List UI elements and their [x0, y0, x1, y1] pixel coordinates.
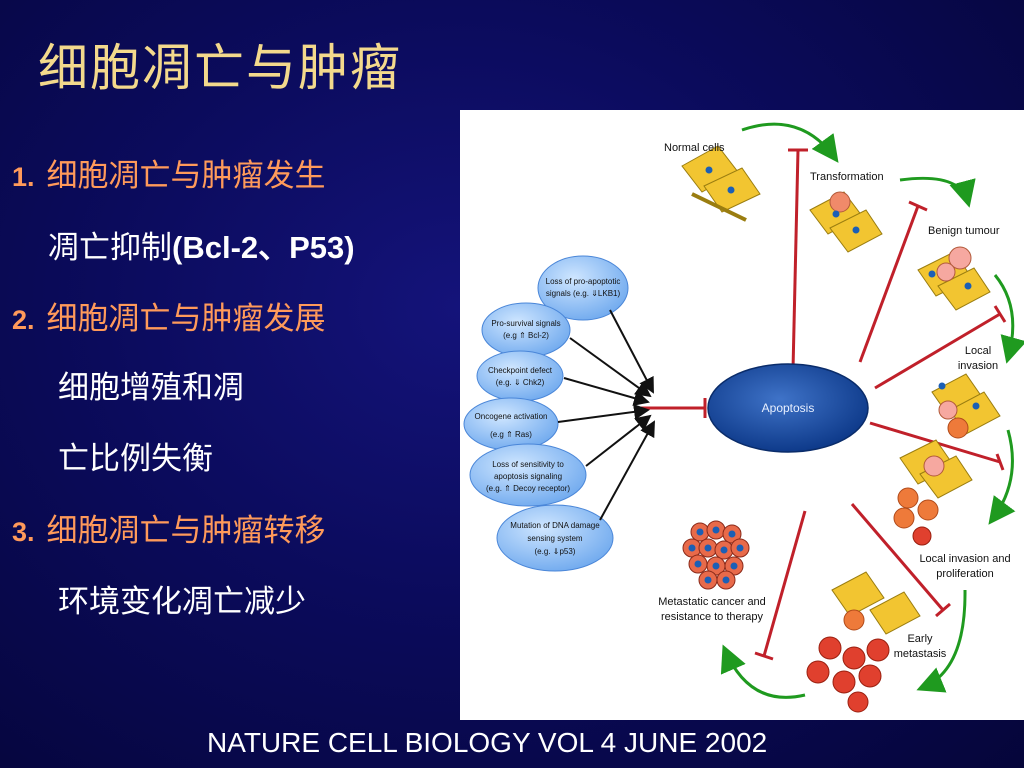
svg-text:(e.g. ⇑ Decoy receptor): (e.g. ⇑ Decoy receptor): [486, 484, 570, 493]
label-metastatic-1: Metastatic cancer and: [658, 596, 766, 608]
svg-text:(e.g. ⇓p53): (e.g. ⇓p53): [535, 547, 576, 556]
apoptosis-cancer-figure: Apoptosis Loss of pro-apoptotic signals …: [460, 110, 1024, 720]
label-local-invasion-prolif-1: Local invasion and: [919, 553, 1010, 565]
svg-text:signals (e.g. ⇓LKB1): signals (e.g. ⇓LKB1): [546, 289, 621, 298]
factor-loss-pro-apoptotic: Loss of pro-apoptotic signals (e.g. ⇓LKB…: [537, 255, 629, 321]
progression-arrows: [720, 122, 1024, 699]
arrow-normal-to-transformation: [741, 122, 839, 163]
label-transformation: Transformation: [810, 171, 884, 183]
citation-footer: NATURE CELL BIOLOGY VOL 4 JUNE 2002: [207, 727, 768, 758]
inhibit-benign: [874, 312, 1001, 390]
transformation-illustration: [809, 191, 883, 253]
label-local-invasion-2: invasion: [958, 360, 998, 372]
point-1: 1. 细胞凋亡与肿瘤发生: [12, 150, 326, 195]
svg-text:Loss of sensitivity to: Loss of sensitivity to: [492, 460, 564, 469]
point-3-number: 3.: [12, 517, 35, 547]
svg-text:Loss of pro-apoptotic: Loss of pro-apoptotic: [546, 277, 621, 286]
svg-text:Mutation of DNA damage: Mutation of DNA damage: [510, 521, 600, 530]
factor-dna-damage-sensing: Mutation of DNA damage sensing system (e…: [496, 504, 614, 572]
apoptosis-ellipse: [707, 363, 869, 453]
point-1-detail: 凋亡抑制(Bcl-2、P53): [48, 222, 355, 267]
page-title: 细胞凋亡与肿瘤: [38, 39, 402, 97]
benign-tumour-illustration: [917, 246, 991, 311]
svg-text:Oncogene activation: Oncogene activation: [475, 412, 548, 421]
normal-cells-illustration: [681, 145, 761, 222]
svg-text:Checkpoint defect: Checkpoint defect: [488, 366, 553, 375]
local-invasion-illustration: [931, 373, 1001, 439]
inhibit-early-metastasis: [850, 503, 945, 611]
point-2-detail-line-2: 亡比例失衡: [58, 441, 213, 477]
inhibit-transformation: [858, 205, 920, 363]
point-1-detail-suffix: (Bcl-2、P53): [172, 230, 355, 265]
label-early-metastasis-2: metastasis: [894, 648, 947, 660]
svg-text:(e.g. ⇓ Chk2): (e.g. ⇓ Chk2): [496, 378, 545, 387]
inhibit-normal: [791, 149, 800, 371]
point-3: 3. 细胞凋亡与肿瘤转移: [12, 505, 326, 550]
local-invasion-proliferation-illustration: [893, 439, 973, 546]
arrow-transformation-to-benign: [899, 176, 976, 208]
point-1-text: 细胞凋亡与肿瘤发生: [46, 158, 326, 194]
point-3-text: 细胞凋亡与肿瘤转移: [46, 513, 326, 549]
factor-bubbles: Loss of pro-apoptotic signals (e.g. ⇓LKB…: [463, 255, 629, 572]
factor-loss-sensitivity: Loss of sensitivity to apoptosis signali…: [469, 443, 587, 507]
point-1-detail-prefix: 凋亡抑制: [48, 230, 172, 266]
label-normal-cells: Normal cells: [664, 142, 725, 154]
point-3-detail: 环境变化凋亡减少: [58, 584, 306, 620]
svg-text:Pro-survival signals: Pro-survival signals: [491, 319, 560, 328]
point-2-text: 细胞凋亡与肿瘤发展: [46, 301, 326, 337]
metastatic-cancer-illustration: [682, 520, 750, 590]
point-2-number: 2.: [12, 305, 35, 335]
svg-text:apoptosis signaling: apoptosis signaling: [494, 472, 562, 481]
label-local-invasion-prolif-2: proliferation: [936, 568, 993, 580]
svg-text:(e.g ⇑ Ras): (e.g ⇑ Ras): [490, 430, 532, 439]
arrow-early-to-metastatic: [720, 644, 806, 699]
svg-text:(e.g ⇑ Bcl-2): (e.g ⇑ Bcl-2): [503, 331, 549, 340]
arrow-invasion-to-early: [916, 589, 967, 693]
arrow-benign-to-local: [993, 274, 1024, 364]
point-1-number: 1.: [12, 162, 35, 192]
label-benign-tumour: Benign tumour: [928, 225, 1000, 237]
point-2: 2. 细胞凋亡与肿瘤发展: [12, 293, 326, 338]
svg-text:sensing system: sensing system: [527, 534, 582, 543]
arrow-local-to-invasion: [988, 429, 1016, 525]
factor-checkpoint-defect: Checkpoint defect (e.g. ⇓ Chk2): [476, 350, 564, 402]
factor-oncogene-activation: Oncogene activation (e.g ⇑ Ras): [463, 397, 559, 451]
label-local-invasion-1: Local: [965, 345, 991, 357]
point-2-detail-line-1: 细胞增殖和凋: [58, 370, 244, 406]
factor-pro-survival: Pro-survival signals (e.g ⇑ Bcl-2): [481, 302, 571, 358]
inhibit-metastatic: [762, 510, 807, 657]
label-metastatic-2: resistance to therapy: [661, 611, 764, 623]
label-early-metastasis-1: Early: [907, 633, 933, 645]
factor-arrows: [557, 309, 655, 521]
apoptosis-label: Apoptosis: [762, 401, 815, 415]
early-metastasis-illustration: [806, 571, 921, 713]
